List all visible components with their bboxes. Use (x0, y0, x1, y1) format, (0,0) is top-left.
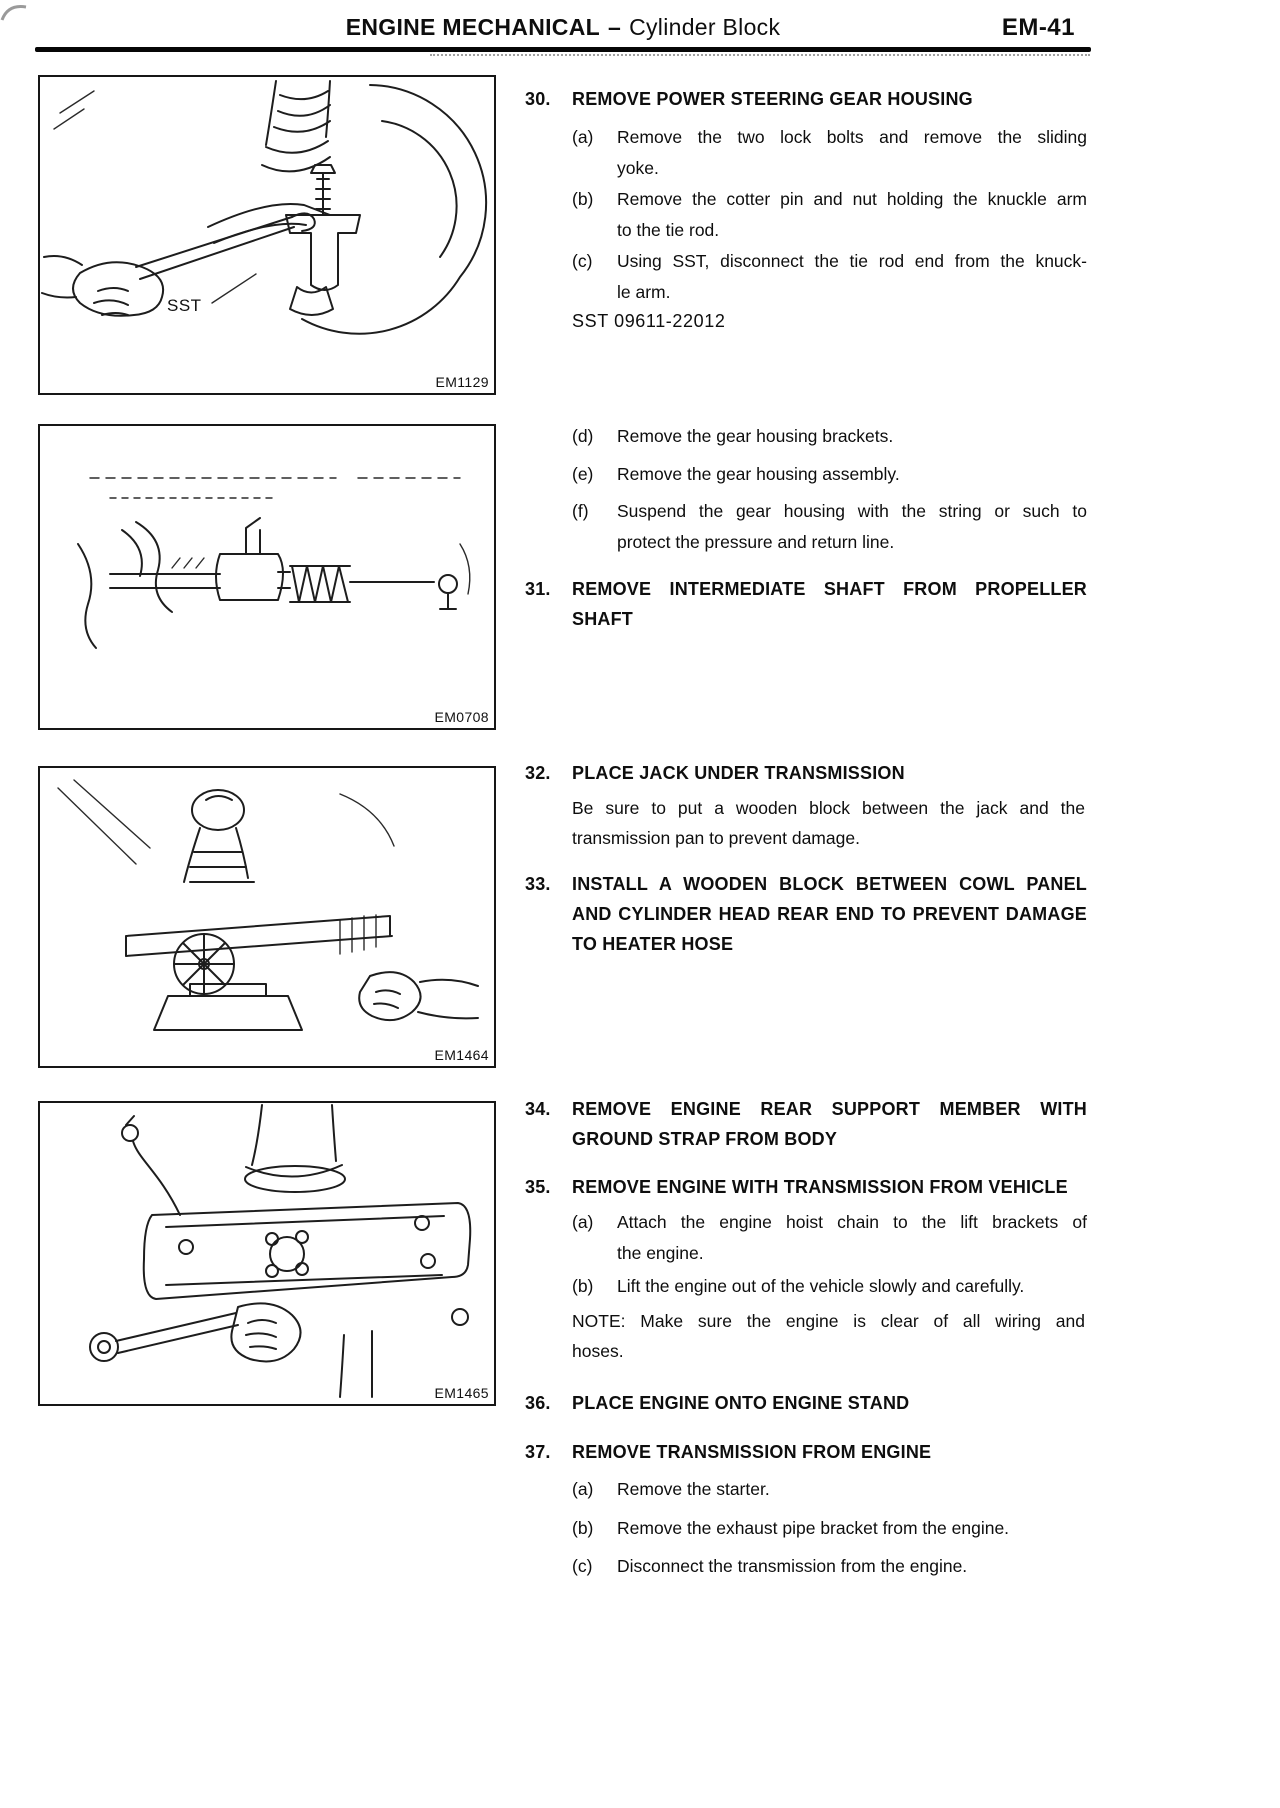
header-rule-texture (430, 54, 1090, 56)
step-37-title: 37. REMOVE TRANSMISSION FROM ENGINE (525, 1437, 1087, 1467)
step-30b: (b) Remove the cotter pin and nut holdin… (572, 184, 1087, 246)
figure-rear-support-member: EM1465 (38, 1101, 496, 1406)
substep-text: Remove the exhaust pipe bracket from the… (617, 1518, 1010, 1538)
substep-text: Lift the engine out of the vehicle slowl… (617, 1276, 1025, 1296)
sst-callout-label: SST (167, 296, 202, 315)
substep-text: Attach the engine hoist chain to the lif… (617, 1212, 1087, 1263)
figure-code: EM1129 (431, 374, 489, 390)
figure-code: EM0708 (430, 709, 489, 725)
substep-label: (f) (572, 501, 589, 521)
substep-label: (c) (572, 251, 593, 271)
step-title-text: INSTALL A WOODEN BLOCK BETWEEN COWL PANE… (572, 874, 1087, 954)
step-number: 30. (525, 89, 551, 109)
substep-text: Disconnect the transmission from the eng… (617, 1556, 968, 1576)
substep-text: Suspend the gear housing with the string… (617, 501, 1087, 552)
step-35a: (a) Attach the engine hoist chain to the… (572, 1207, 1087, 1269)
step-number: 37. (525, 1442, 551, 1462)
step-title-text: PLACE JACK UNDER TRANSMISSION (572, 763, 905, 783)
step-37b: (b) Remove the exhaust pipe bracket from… (572, 1513, 1087, 1544)
substep-text: Using SST, disconnect the tie rod end fr… (617, 251, 1087, 302)
step-title-text: REMOVE INTERMEDIATE SHAFT FROM PROPELLER… (572, 579, 1087, 629)
step-35-title: 35. REMOVE ENGINE WITH TRANSMISSION FROM… (525, 1172, 1087, 1202)
step-35-note: NOTE: Make sure the engine is clear of a… (572, 1311, 1085, 1361)
substep-text: Remove the two lock bolts and remove the… (617, 127, 1087, 178)
step-title-text: REMOVE ENGINE WITH TRANSMISSION FROM VEH… (572, 1177, 1068, 1197)
step-31-title: 31. REMOVE INTERMEDIATE SHAFT FROM PROPE… (525, 574, 1087, 634)
step-number: 35. (525, 1177, 551, 1197)
sst-tool-number: SST 09611-22012 (572, 311, 726, 331)
step-30c: (c) Using SST, disconnect the tie rod en… (572, 246, 1087, 308)
page-code: EM-41 (1001, 14, 1075, 41)
substep-label: (d) (572, 426, 594, 446)
substep-label: (c) (572, 1556, 593, 1576)
steering-rack-illustration (77, 477, 471, 649)
substep-text: Remove the cotter pin and nut holding th… (617, 189, 1087, 240)
step-title-text: REMOVE POWER STEERING GEAR HOUSING (572, 89, 973, 109)
step-36-title: 36. PLACE ENGINE ONTO ENGINE STAND (525, 1388, 1087, 1418)
substep-text: Remove the starter. (617, 1479, 770, 1499)
step-30d: (d) Remove the gear housing brackets. (572, 421, 1087, 452)
substep-label: (a) (572, 1479, 594, 1499)
step-number: 36. (525, 1393, 551, 1413)
page-header: ENGINE MECHANICAL–Cylinder Block (35, 14, 1091, 41)
substep-label: (a) (572, 127, 594, 147)
step-33-title: 33. INSTALL A WOODEN BLOCK BETWEEN COWL … (525, 869, 1087, 959)
substep-label: (e) (572, 464, 594, 484)
figure-sst-tie-rod: SST EM1129 (38, 75, 496, 395)
substep-text: Remove the gear housing brackets. (617, 426, 894, 446)
step-32-body: Be sure to put a wooden block between th… (572, 798, 1085, 848)
step-35b: (b) Lift the engine out of the vehicle s… (572, 1271, 1087, 1302)
figure-jack-under-transmission: EM1464 (38, 766, 496, 1068)
step-32-title: 32. PLACE JACK UNDER TRANSMISSION (525, 758, 1087, 788)
header-rule (35, 47, 1091, 52)
step-number: 33. (525, 874, 551, 894)
figure-code: EM1465 (430, 1385, 489, 1401)
step-34-title: 34. REMOVE ENGINE REAR SUPPORT MEMBER WI… (525, 1094, 1087, 1154)
substep-label: (b) (572, 189, 594, 209)
step-number: 32. (525, 763, 551, 783)
subsection-title: Cylinder Block (629, 14, 781, 40)
figure-code: EM1464 (430, 1047, 489, 1063)
substep-label: (a) (572, 1212, 594, 1232)
step-37c: (c) Disconnect the transmission from the… (572, 1551, 1087, 1582)
step-number: 34. (525, 1099, 551, 1119)
step-30a: (a) Remove the two lock bolts and remove… (572, 122, 1087, 184)
step-30f: (f) Suspend the gear housing with the st… (572, 496, 1087, 558)
scan-artifact-mark (0, 5, 27, 21)
step-title-text: PLACE ENGINE ONTO ENGINE STAND (572, 1393, 910, 1413)
jack-illustration (57, 779, 479, 1031)
substep-label: (b) (572, 1276, 594, 1296)
step-37a: (a) Remove the starter. (572, 1474, 1087, 1505)
header-divider: – (607, 14, 622, 40)
step-title-text: REMOVE TRANSMISSION FROM ENGINE (572, 1442, 932, 1462)
substep-text: Remove the gear housing assembly. (617, 464, 900, 484)
support-member-illustration (89, 1104, 472, 1398)
sst-puller-illustration (41, 80, 488, 335)
substep-label: (b) (572, 1518, 594, 1538)
step-number: 31. (525, 579, 551, 599)
step-30-title: 30. REMOVE POWER STEERING GEAR HOUSING (525, 84, 1087, 114)
step-30e: (e) Remove the gear housing assembly. (572, 459, 1087, 490)
figure-steering-rack: EM0708 (38, 424, 496, 730)
section-title: ENGINE MECHANICAL (345, 14, 600, 40)
